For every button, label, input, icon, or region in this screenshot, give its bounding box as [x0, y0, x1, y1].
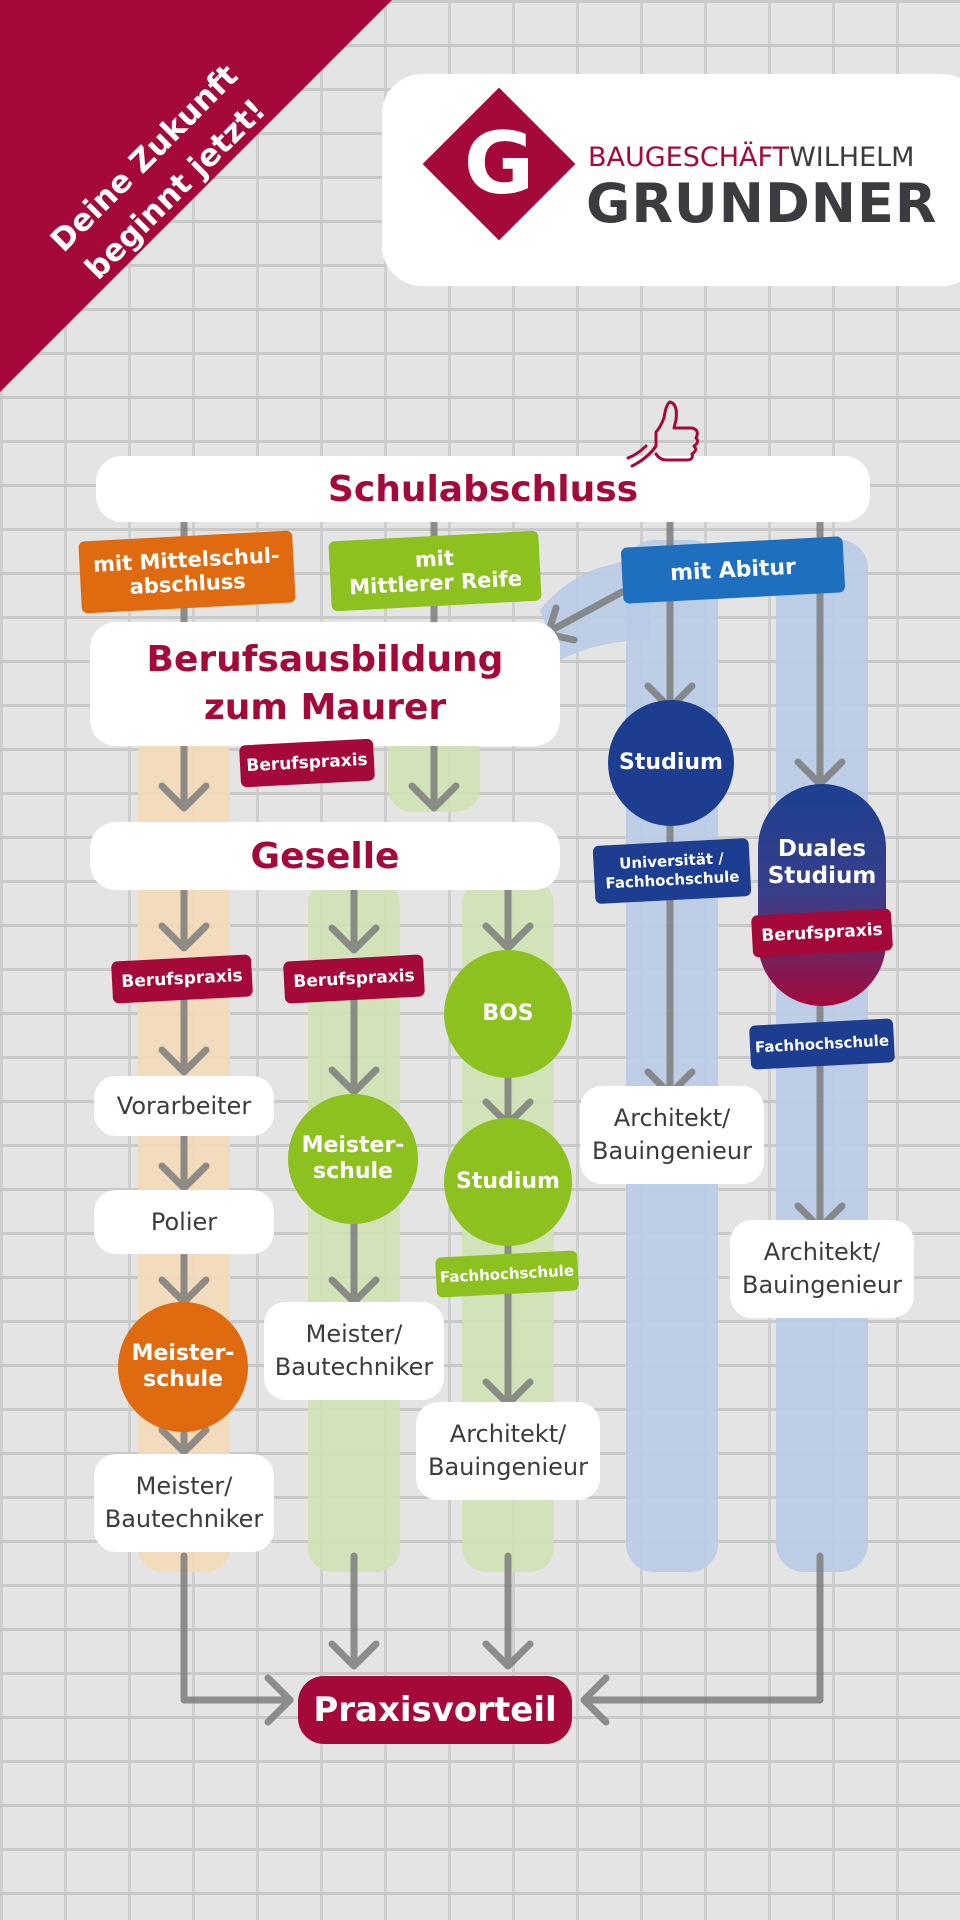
node-meister-2-line1: Meister/ — [305, 1320, 403, 1348]
node-meisterschule-green: Meister- schule — [288, 1094, 418, 1224]
node-bos: BOS — [444, 950, 572, 1078]
arrow-abitur-ausbildung — [548, 588, 626, 634]
node-architekt-2: Architekt/ Bauingenieur — [580, 1086, 764, 1184]
node-architekt-3-line2: Bauingenieur — [742, 1271, 902, 1299]
tag-fachhochschule-green: Fachhochschule — [435, 1250, 579, 1298]
tag-berufspraxis-3-label: Berufspraxis — [292, 965, 416, 993]
tag-berufspraxis-1: Berufspraxis — [238, 738, 376, 788]
arrow-left-praxis — [180, 1552, 294, 1704]
node-architekt-1-line2: Bauingenieur — [428, 1453, 588, 1481]
tag-abitur: mit Abitur — [620, 536, 846, 604]
arrowhead-col1-4 — [158, 1046, 210, 1076]
node-meister-bautechniker-1: Meister/ Bautechniker — [94, 1454, 274, 1552]
node-meister-bautechniker-2: Meister/ Bautechniker — [264, 1302, 444, 1400]
node-bos-label: BOS — [482, 1001, 534, 1026]
node-meisterschule-orange-line1: Meister- — [131, 1341, 235, 1366]
node-praxisvorteil-label: Praxisvorteil — [313, 1690, 557, 1730]
node-meisterschule-green-line2: schule — [313, 1159, 393, 1184]
node-vorarbeiter-label: Vorarbeiter — [116, 1091, 252, 1120]
node-meister-2-line2: Bautechniker — [274, 1353, 434, 1381]
node-berufsausbildung: Berufsausbildung zum Maurer — [90, 622, 560, 746]
node-studium-blue-label: Studium — [619, 750, 723, 775]
tag-berufspraxis-3: Berufspraxis — [282, 954, 426, 1004]
node-polier-label: Polier — [150, 1207, 218, 1236]
arrowhead-geselle-bos — [482, 922, 534, 952]
node-architekt-2-line2: Bauingenieur — [592, 1137, 752, 1165]
node-meister-1-line1: Meister/ — [135, 1472, 233, 1500]
node-architekt-1: Architekt/ Bauingenieur — [416, 1402, 600, 1500]
arrow-right-praxis — [580, 1552, 824, 1704]
tag-universitaet-fachhochschule: Universität / Fachhochschule — [592, 837, 752, 905]
node-studium-green: Studium — [444, 1118, 572, 1246]
tag-berufspraxis-4: Berufspraxis — [750, 908, 894, 958]
tag-mittelschulabschluss: mit Mittelschul- abschluss — [78, 530, 296, 614]
tag-abitur-label: mit Abitur — [669, 554, 797, 586]
node-vorarbeiter: Vorarbeiter — [94, 1076, 274, 1136]
node-schulabschluss-label: Schulabschluss — [327, 468, 639, 510]
arrowhead-geselle-meister — [328, 924, 380, 954]
node-duales-studium: Duales Studium — [758, 784, 886, 1006]
node-praxisvorteil: Praxisvorteil — [298, 1676, 572, 1744]
node-architekt-1-line1: Architekt/ — [449, 1420, 567, 1448]
node-geselle: Geselle — [90, 822, 560, 890]
node-berufsausbildung-line2: zum Maurer — [203, 687, 447, 728]
tag-fachhochschule-blue: Fachhochschule — [748, 1018, 896, 1070]
tag-berufspraxis-2-label: Berufspraxis — [120, 965, 244, 993]
logo-letter: G — [463, 114, 535, 214]
node-schulabschluss: Schulabschluss — [96, 456, 870, 522]
logo-wilhelm: WILHELM — [789, 142, 915, 173]
node-polier: Polier — [94, 1190, 274, 1254]
arrowhead-col1-2 — [158, 782, 210, 812]
logo-baugeschaeft: BAUGESCHÄFT — [588, 142, 790, 173]
node-geselle-label: Geselle — [250, 835, 400, 877]
node-meisterschule-orange: Meister- schule — [118, 1302, 248, 1432]
arrowhead-col1-5 — [158, 1162, 210, 1192]
tag-berufspraxis-1-label: Berufspraxis — [245, 749, 369, 777]
node-duales-line2: Studium — [767, 863, 877, 889]
tag-fachhochschule-blue-label: Fachhochschule — [754, 1031, 890, 1056]
node-meister-1-line2: Bautechniker — [104, 1505, 264, 1533]
arrowhead-left-praxis — [264, 1674, 294, 1726]
arrowhead-col2-praxis — [328, 1640, 380, 1670]
arrowhead-col1-3 — [158, 922, 210, 952]
tag-berufspraxis-2: Berufspraxis — [110, 954, 254, 1004]
arrowhead-meister-1 — [328, 1066, 380, 1096]
tag-mittlere-reife: mit Mittlerer Reife — [328, 530, 542, 612]
arrowhead-col3-praxis — [482, 1640, 534, 1670]
logo-company-line: BAUGESCHÄFTWILHELM — [588, 142, 914, 173]
arrowhead-right-praxis — [580, 1674, 610, 1726]
node-studium-blue: Studium — [608, 700, 734, 826]
node-meisterschule-orange-line2: schule — [143, 1367, 223, 1392]
node-studium-green-label: Studium — [456, 1169, 560, 1194]
tag-berufspraxis-4-label: Berufspraxis — [760, 919, 884, 947]
arrowhead-col2-2 — [408, 782, 460, 812]
tag-fachhochschule-green-label: Fachhochschule — [439, 1261, 575, 1287]
logo-name: GRUNDNER — [586, 172, 938, 235]
node-architekt-3-line1: Architekt/ — [763, 1238, 881, 1266]
node-architekt-2-line1: Architekt/ — [613, 1104, 731, 1132]
node-meisterschule-green-line1: Meister- — [301, 1133, 405, 1158]
node-architekt-3: Architekt/ Bauingenieur — [730, 1220, 914, 1318]
node-berufsausbildung-line1: Berufsausbildung — [146, 639, 504, 680]
thumbs-up-icon — [626, 400, 700, 468]
arrowhead-col1-7 — [158, 1426, 210, 1456]
node-duales-line1: Duales — [777, 836, 867, 862]
